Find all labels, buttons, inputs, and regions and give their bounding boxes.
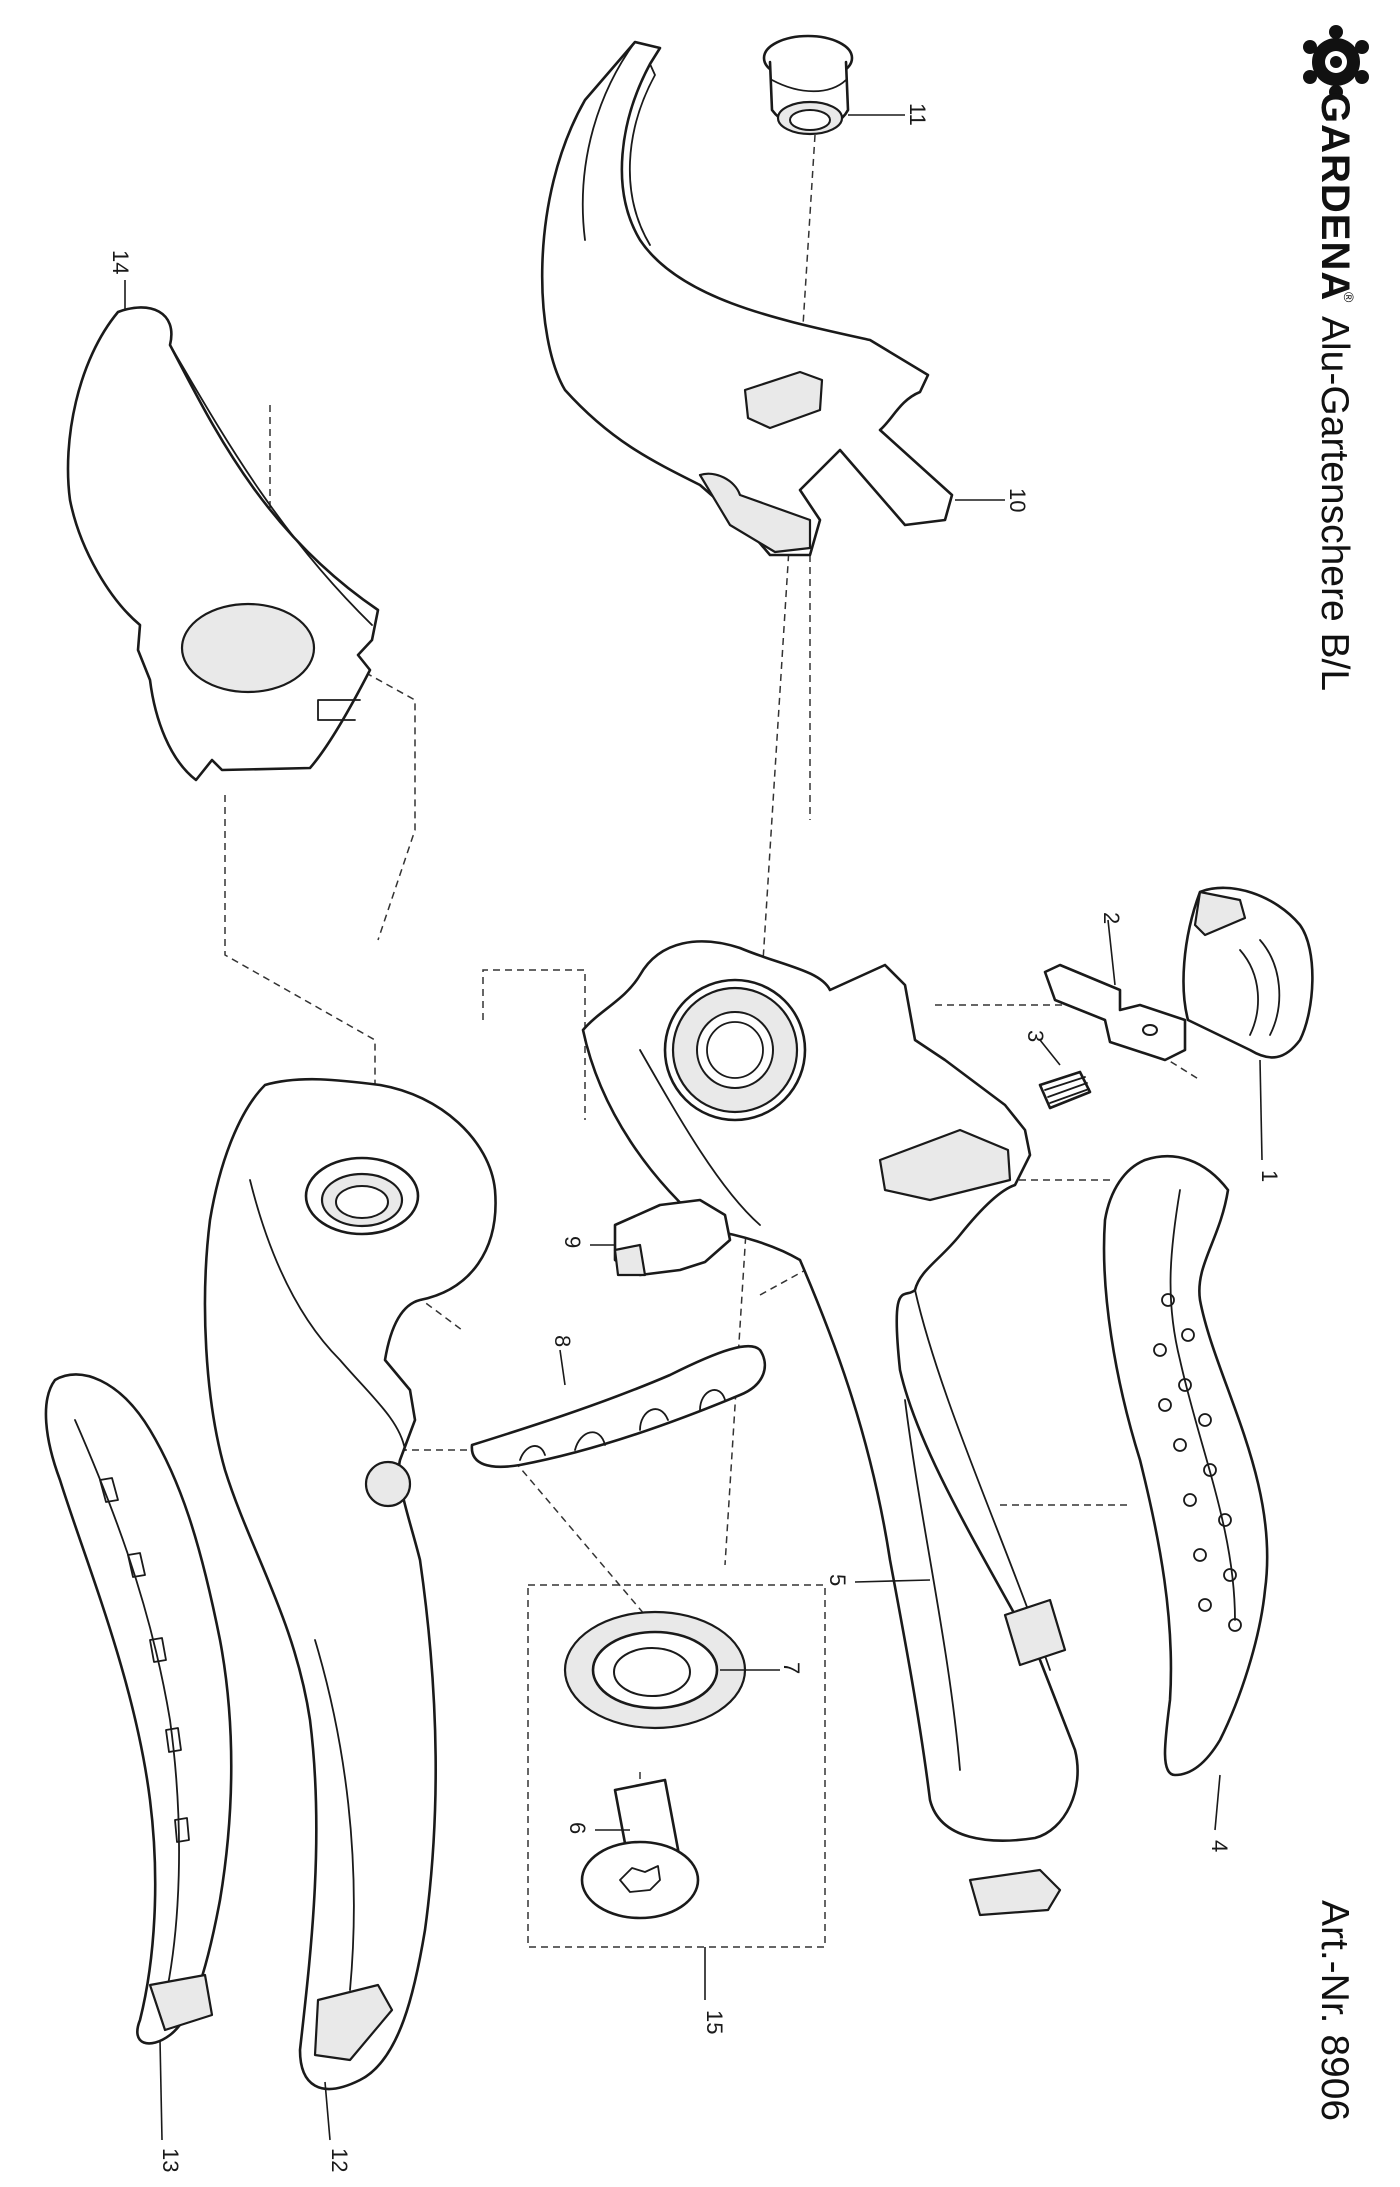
callout-14: 14 bbox=[108, 250, 133, 274]
article-number: Art.-Nr. 8906 bbox=[1313, 1900, 1356, 2121]
callout-3: 3 bbox=[1023, 1030, 1048, 1042]
leader-lines bbox=[124, 114, 1263, 2141]
part-8-spring bbox=[470, 1344, 767, 1469]
callout-1: 1 bbox=[1257, 1170, 1282, 1182]
callout-9: 9 bbox=[560, 1236, 585, 1248]
serrated-ring-5 bbox=[671, 986, 799, 1114]
callout-13: 13 bbox=[158, 2148, 183, 2172]
callout-11: 11 bbox=[905, 103, 930, 126]
callout-8: 8 bbox=[550, 1335, 575, 1347]
callout-numbers: 1 2 3 4 5 6 7 8 9 10 11 12 13 14 15 bbox=[108, 103, 1282, 2172]
part-5-upper-handle bbox=[581, 940, 1079, 1917]
part-7-serrated-washer bbox=[563, 1610, 747, 1730]
brand-name: GARDENA bbox=[1313, 92, 1357, 301]
callout-5: 5 bbox=[825, 1574, 850, 1586]
callout-12: 12 bbox=[327, 2148, 352, 2172]
callout-15: 15 bbox=[702, 2010, 727, 2034]
header-block: GARDENA ® Alu-Gartenschere B/L Art.-Nr. … bbox=[1303, 25, 1369, 2121]
part-4-upper-grip bbox=[1102, 1154, 1269, 1777]
part-6-screw bbox=[580, 1778, 700, 1920]
part-3-spring bbox=[1038, 1070, 1092, 1110]
callout-2: 2 bbox=[1099, 912, 1124, 924]
part-2-bracket bbox=[1043, 963, 1187, 1062]
part-11-nut bbox=[762, 34, 854, 136]
part-14-blade-cover bbox=[66, 306, 380, 782]
callout-7: 7 bbox=[779, 1662, 804, 1674]
gardena-logo-icon bbox=[1303, 25, 1369, 99]
part-13-lower-grip bbox=[44, 1373, 233, 2045]
product-title: Alu-Gartenschere B/L bbox=[1313, 316, 1356, 691]
part-10-cutting-blade bbox=[540, 40, 954, 557]
callout-4: 4 bbox=[1207, 1840, 1232, 1852]
part-12-lower-handle bbox=[203, 1077, 497, 2091]
part-9-latch bbox=[613, 1198, 732, 1277]
part-1-end-cap bbox=[1182, 886, 1314, 1059]
callout-6: 6 bbox=[565, 1822, 590, 1834]
grip-dimples bbox=[1153, 1293, 1242, 1632]
callout-10: 10 bbox=[1005, 488, 1030, 512]
registered-mark: ® bbox=[1341, 292, 1357, 303]
